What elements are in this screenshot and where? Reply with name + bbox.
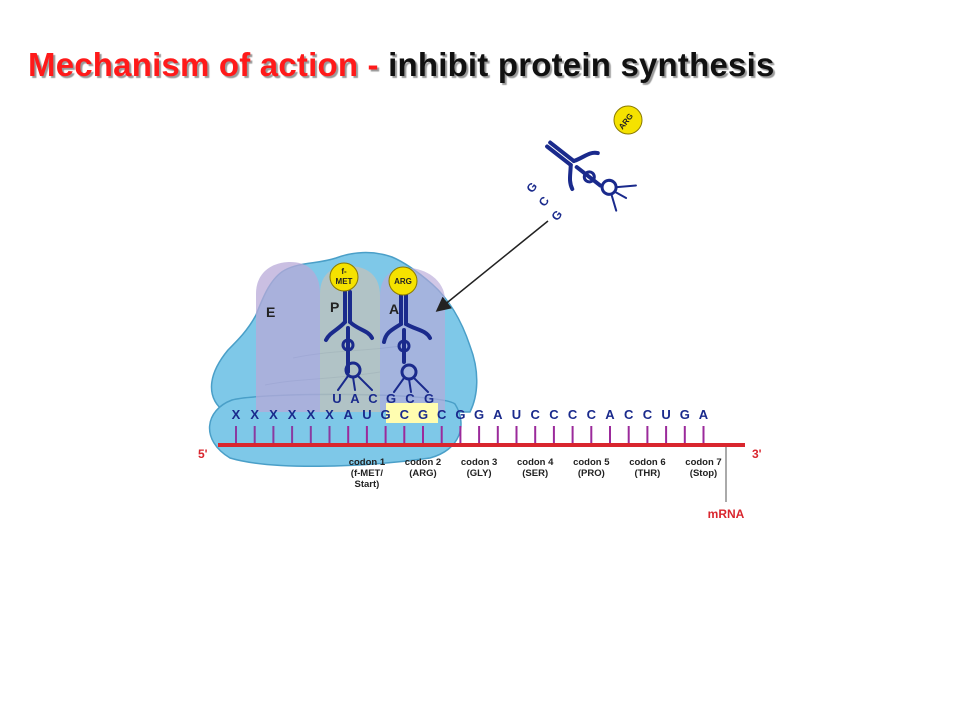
mrna-ticks [235,426,705,445]
codon-label: (SER) [522,468,548,479]
codon-label: codon 4 [517,457,554,468]
codon-label: codon 2 [405,457,441,468]
amino-arg-a-circle [388,266,418,296]
codon-label: (PRO) [578,468,605,479]
mrna-base: G [418,407,428,422]
anticodon-a-base-2: C [405,391,415,406]
mrna-base: C [400,407,410,422]
codon-labels: codon 1(f-MET/Start)codon 2(ARG)codon 3(… [349,457,722,490]
mrna-base: U [512,407,521,422]
codon-label: codon 1 [349,457,386,468]
codon-label: codon 5 [573,457,610,468]
anticodon-p-base-1: U [332,391,341,406]
anticodon-p-base-2: A [350,391,360,406]
mrna-base: X [325,407,334,422]
codon-label: Start) [354,479,379,490]
codon-label: (THR) [634,468,660,479]
mrna-base: G [680,407,690,422]
e-site-label: E [266,304,275,320]
mrna-base: A [493,407,503,422]
mrna-label: mRNA [708,507,745,521]
mrna-base: C [587,407,597,422]
mrna-base: A [699,407,709,422]
mrna-three-prime: 3' [752,447,762,461]
codon-label: (GLY) [467,468,492,479]
mrna-base: C [531,407,541,422]
codon-label: codon 7 [685,457,721,468]
slide-title: Mechanism of action - inhibit protein sy… [28,46,775,84]
title-mechanism: Mechanism of action - [28,46,389,83]
anticodon-incoming-base-1: G [523,180,540,196]
amino-fmet-line1: f- [341,267,347,276]
codon-label: (ARG) [409,468,436,479]
trna-incoming [545,140,637,212]
title-inhibit: inhibit protein synthesis [388,46,775,83]
codon-label: (f-MET/ [351,468,384,479]
mrna-base: X [306,407,315,422]
mrna-base: X [269,407,278,422]
mrna-base: X [288,407,297,422]
mrna-base: U [661,407,670,422]
anticodon-incoming-base-3: G [548,208,565,224]
amino-fmet-circle [329,262,359,292]
mrna-base: A [605,407,615,422]
mrna-base: X [232,407,241,422]
codon-label: codon 3 [461,457,497,468]
anticodon-a-base-1: G [386,391,396,406]
e-site-region [256,262,320,412]
entry-arrow [435,220,549,312]
p-site-label: P [330,299,339,315]
mrna-base: C [568,407,578,422]
mrna-base: G [455,407,465,422]
amino-arg-a-label: ARG [394,277,412,286]
amino-fmet-line2: MET [336,277,353,286]
mrna-base: X [250,407,259,422]
mrna-base: A [344,407,354,422]
a-site-region [380,268,445,412]
anticodon-incoming-base-2: C [536,194,553,210]
mrna-base: U [362,407,371,422]
mrna-base: C [437,407,447,422]
trna-a-site [382,292,432,393]
mrna-base: G [474,407,484,422]
codon-label: (Stop) [690,468,717,479]
mrna-base: C [549,407,559,422]
mrna-base: C [624,407,634,422]
codon-label: codon 6 [629,457,665,468]
a-site-label: A [389,301,399,317]
amino-arg-incoming-circle [613,105,643,135]
mrna-five-prime: 5' [198,447,208,461]
anticodon-a-base-3: G [424,391,434,406]
trna-p-site [324,290,374,391]
codon-2-highlight [386,403,438,423]
mrna-base: G [381,407,391,422]
mrna-base: C [643,407,653,422]
anticodon-p-base-3: C [368,391,378,406]
